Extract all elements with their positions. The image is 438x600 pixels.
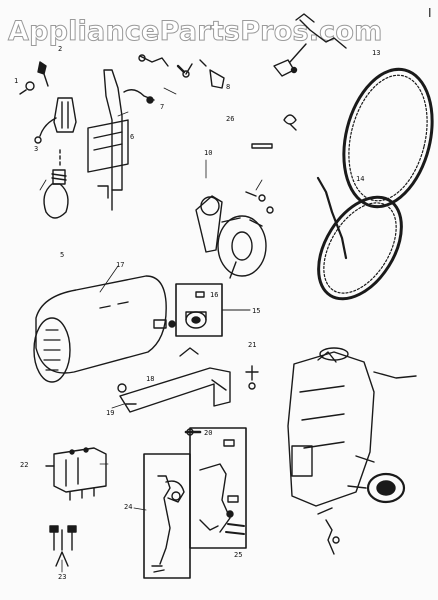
- needle-plate-inset: [189, 427, 247, 549]
- part-number-label: 14: [356, 175, 365, 183]
- part-number-label: 2: [58, 45, 63, 53]
- part-number-label: 23: [58, 573, 67, 581]
- clip-small: [251, 143, 273, 149]
- needle-clamp-bottom: [317, 507, 340, 555]
- screw-part-1: [19, 81, 35, 95]
- leader-lines: [39, 87, 263, 573]
- foot-control-inset: [143, 453, 191, 579]
- part-number-label: 7: [160, 103, 165, 111]
- arm-lever-7: [123, 89, 155, 104]
- part-number-label: 15: [252, 307, 261, 315]
- watermark-logo: AppliancePartsPros.com: [7, 16, 383, 48]
- screw-top-mid: [176, 63, 193, 78]
- switch-block: [45, 447, 107, 501]
- bobbin-case-mechanism: [287, 347, 417, 507]
- part-number-label: 3: [34, 145, 39, 153]
- bracket-8: [199, 59, 225, 89]
- lamp-socket: [34, 97, 77, 144]
- screws-3: [225, 523, 245, 535]
- screw-part-2: [37, 61, 49, 87]
- drive-belt-13: [342, 67, 434, 209]
- thread-guide-lever: [273, 13, 347, 77]
- part-number-label: 13: [372, 49, 381, 57]
- presser-bar-bracket: [87, 69, 129, 211]
- part-number-label: 6: [130, 133, 135, 141]
- part-number-label: 20: [204, 429, 213, 437]
- part-number-label: 17: [116, 261, 125, 269]
- drive-belt-14: [317, 195, 403, 301]
- part-number-label: 18: [146, 375, 155, 383]
- spring-clip: [283, 114, 297, 131]
- part-number-label: 19: [106, 409, 115, 417]
- part-number-label: 26: [226, 115, 235, 123]
- belt-guide: [316, 176, 348, 260]
- screw-21: [245, 365, 259, 390]
- motor-pulley-inset: [175, 283, 251, 337]
- corner-mark: I: [428, 6, 432, 20]
- part-number-label: 25: [234, 551, 243, 559]
- part-number-label: 1: [14, 77, 19, 85]
- motor: [33, 275, 176, 383]
- part-number-label: 22: [20, 461, 29, 469]
- light-bulb: [43, 169, 69, 219]
- bobbin-winder: [347, 472, 406, 504]
- part-number-label: 5: [60, 251, 65, 259]
- small-lever-top: [138, 54, 169, 67]
- terminal-pins: [49, 525, 77, 567]
- screw-20: [184, 428, 202, 436]
- part-number-label: 8: [226, 83, 231, 91]
- part-number-label: 16: [210, 291, 219, 299]
- part-number-label: 21: [248, 341, 257, 349]
- pulley-assembly: [195, 191, 274, 279]
- motor-bracket: [117, 347, 231, 413]
- part-number-label: 10: [204, 149, 213, 157]
- part-number-label: 24: [124, 503, 133, 511]
